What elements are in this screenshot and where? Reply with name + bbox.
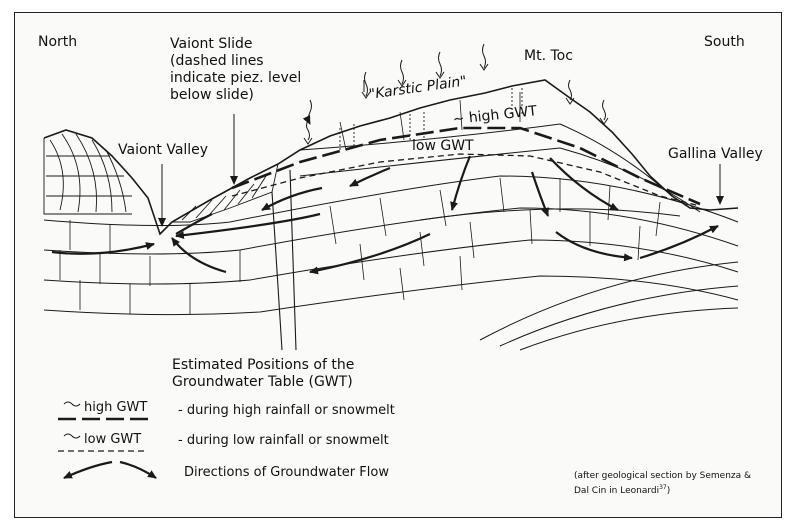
pointers [158,114,724,227]
fault [271,169,297,351]
label-mt-toc: Mt. Toc [524,48,573,64]
figure-frame [14,12,782,518]
rainfall-arrows [302,43,609,145]
karst-shafts [339,88,523,150]
label-south: South [704,34,745,50]
low-gwt-line [231,153,701,207]
legend-high-desc: - during high rainfall or snowmelt [178,403,395,418]
terrain-surface [43,79,739,236]
legend-low-key: low GWT [84,432,142,447]
legend-low-desc: - during low rainfall or snowmelt [178,433,389,448]
label-low-gwt: low GWT [412,138,474,154]
legend-flow-desc: Directions of Groundwater Flow [184,465,389,480]
label-gallina-valley: Gallina Valley [668,146,763,162]
label-north: North [38,34,78,50]
legend-symbols [58,401,157,479]
groundwater-flow-arrows [51,155,719,275]
legend-high-key: high GWT [84,400,148,415]
joints [59,92,661,314]
legend-title: Estimated Positions of the Groundwater T… [172,357,355,390]
label-vaiont-slide: Vaiont Slide (dashed lines indicate piez… [170,36,302,103]
high-gwt-line [231,126,701,206]
left-rock-mass [43,133,132,215]
slide-mass [170,163,279,223]
source-credit: (after geological section by Semenza & D… [574,471,752,496]
label-vaiont-valley: Vaiont Valley [118,142,209,158]
